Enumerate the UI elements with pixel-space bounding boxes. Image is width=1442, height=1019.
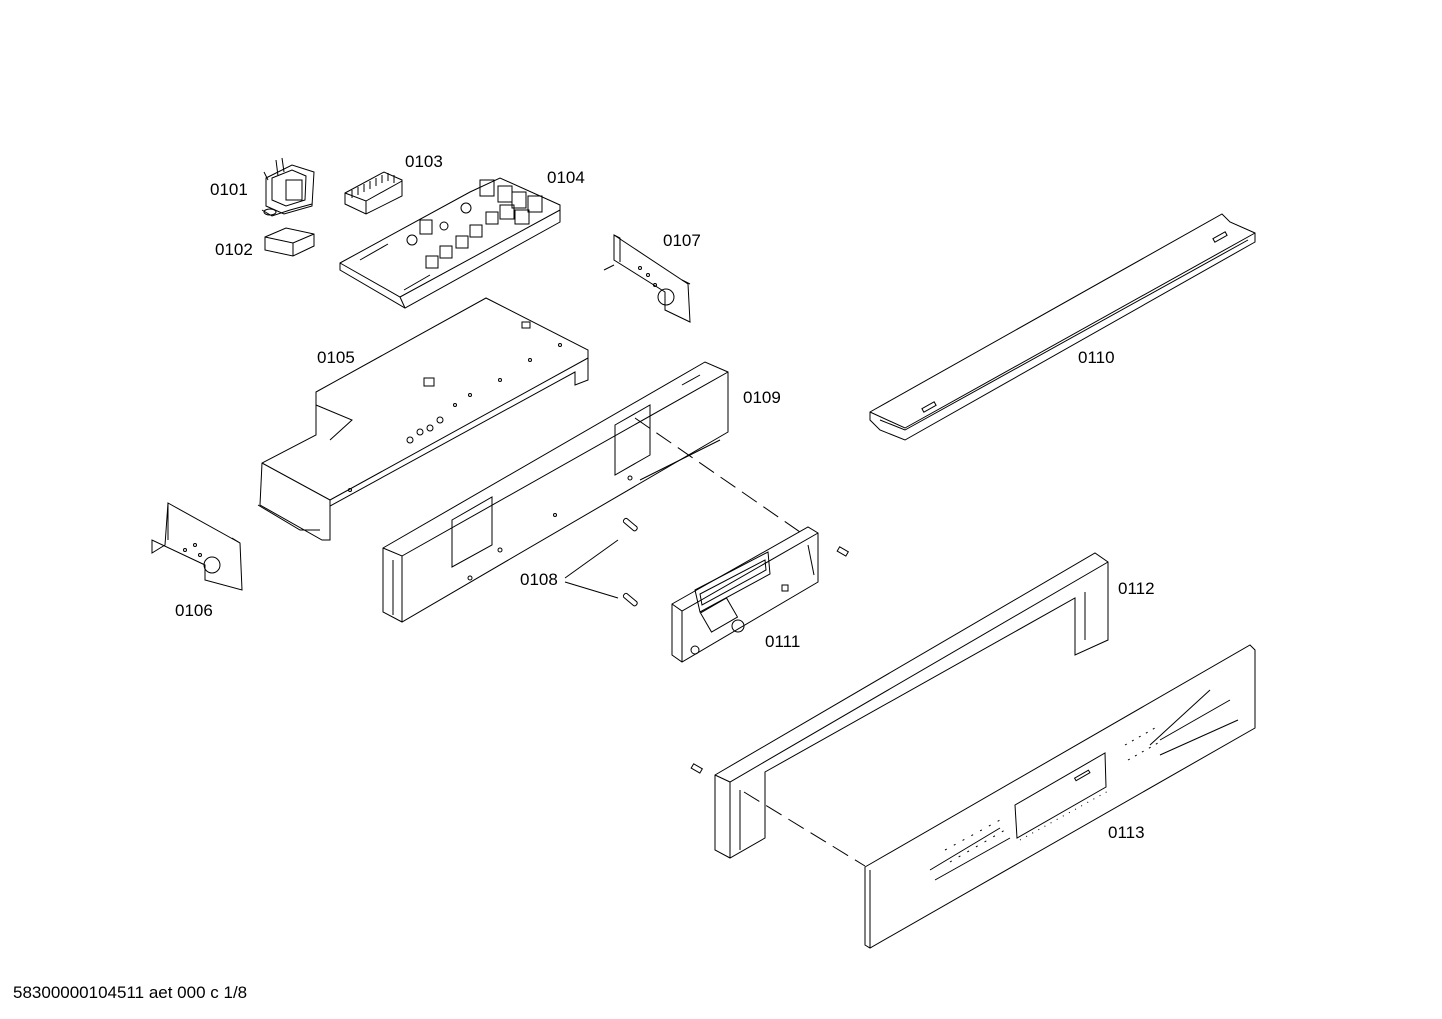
part-0102-pad (265, 228, 314, 256)
label-0102: 0102 (215, 240, 253, 259)
label-0113: 0113 (1108, 823, 1145, 842)
part-0110-rail (870, 214, 1255, 440)
alignment-lines (635, 418, 865, 866)
label-0111: 0111 (765, 632, 801, 651)
footer-document-id: 58300000104511 aet 000 c 1/8 (13, 983, 248, 1002)
part-0113-control-panel (865, 645, 1255, 948)
label-0105: 0105 (317, 348, 355, 367)
part-0103-terminal-block (345, 172, 402, 214)
part-0108-pins (565, 518, 638, 607)
label-0108: 0108 (520, 570, 558, 589)
label-0109: 0109 (743, 388, 781, 407)
label-0110: 0110 (1078, 348, 1115, 367)
part-0104-control-board (340, 178, 560, 308)
part-0107-bracket (604, 235, 690, 322)
part-0106-side-bracket (152, 503, 242, 590)
part-0101-transformer (262, 158, 314, 216)
label-0101: 0101 (210, 180, 248, 199)
label-0104: 0104 (547, 168, 585, 187)
label-0106: 0106 (175, 601, 213, 620)
part-0112-trim-frame (691, 553, 1108, 858)
label-0107: 0107 (663, 231, 701, 250)
part-0111-display-board (672, 527, 848, 662)
part-0109-frame (383, 362, 728, 622)
label-0112: 0112 (1118, 579, 1155, 598)
part-0105-cover (258, 298, 588, 540)
label-0103: 0103 (405, 152, 443, 171)
